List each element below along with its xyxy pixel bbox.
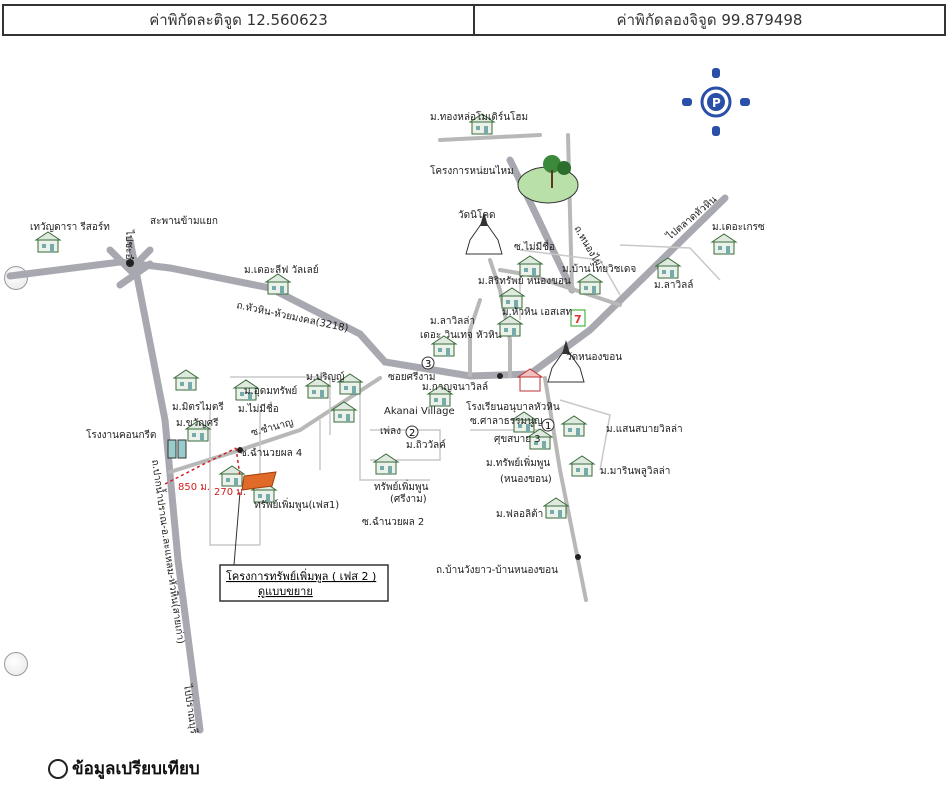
label-vintage: เดอะ วินเทจ หัวหิน — [420, 330, 502, 341]
project-plot — [164, 447, 277, 566]
map-svg: P 7 — [6, 68, 765, 735]
label-school: โรงเรียนอนุบาลหัวหิน — [466, 400, 560, 413]
location-map: P 7 — [0, 40, 950, 740]
label-soi-phet: เพ่ลง — [380, 426, 401, 437]
label-lavida: ม.ลาวิลล่า — [430, 316, 475, 327]
label-maimee: ม.ไม่มีชื่อ — [238, 401, 279, 415]
label-pannasri: ม.ขวัญศรี — [176, 417, 219, 429]
label-wat-nong-khon: วัดหนองขอน — [566, 352, 622, 363]
svg-text:1: 1 — [545, 421, 551, 432]
compass-icon: P — [682, 68, 750, 136]
label-nong-khon-road-2: ถ.บ้านวังยาว-บ้านหนองขอน — [436, 564, 558, 576]
svg-text:3: 3 — [425, 359, 431, 370]
project-subtitle: ดูแบบขยาย — [258, 585, 313, 598]
label-bridge: สะพานข้ามแยก — [150, 215, 218, 227]
label-to-cha-am: ไปชะอำ — [123, 229, 135, 265]
label-wat-nikod: วัดนิโคด — [458, 208, 496, 221]
school-icon — [516, 368, 544, 392]
label-akanai: Akanai Village — [384, 406, 455, 417]
convenience-store-icon: 7 — [570, 309, 586, 327]
label-the-grace: ม.เดอะเกรซ — [712, 222, 765, 233]
label-thong-lor: ม.ทองหล่อโมเดิร์นโฮม — [430, 110, 528, 123]
main-roads — [6, 156, 729, 734]
label-factory: โรงงานคอนกรีต — [86, 428, 156, 441]
label-sala: ซ.ศาลาธรรมนูญ — [470, 416, 542, 427]
latitude-label: ค่าพิกัดละติจูด 12.560623 — [149, 11, 328, 29]
label-sap-phun-2: ม.ทรัพย์เพิ่มพูน — [486, 455, 550, 469]
label-udom: ม.อุดมทรัพย์ — [244, 385, 297, 397]
label-dist-850: 850 ม. — [178, 482, 210, 493]
label-sri-ngam: ซอยศรีงาม — [388, 371, 435, 383]
label-mitre: ม.มิตรไมตรี — [172, 401, 224, 413]
svg-text:2: 2 — [409, 428, 415, 439]
label-soi-4: ซ.ฉำนวยผล 4 — [240, 448, 302, 459]
label-ban-thai: ม.บ้านไทยวิชเดจ — [562, 263, 636, 275]
label-marin: ม.มารินพลูวิลล่า — [600, 466, 670, 477]
label-dist-270: 270 ม. — [214, 487, 246, 498]
bullet-circle-icon — [48, 758, 68, 779]
label-sirisap: ม.สิริทรัพย์ หนองขอน — [478, 275, 571, 287]
label-the-life: ม.เดอะลีฟ วัลเลย์ — [244, 264, 319, 276]
number-markers: 3 2 1 — [405, 356, 555, 439]
label-sap-phun-sub: (ศรีงาม) — [390, 493, 427, 505]
concrete-factory-icon — [167, 439, 187, 459]
label-pri: ม.ปริญญ์ — [306, 371, 345, 383]
comparison-footer: ข้อมูลเปรียบเทียบ — [48, 755, 200, 782]
label-nui-nai: โครงการหน่ยนไหม — [430, 164, 514, 177]
label-thuean-thara: เทวัญดารา รีสอร์ท — [30, 221, 110, 233]
label-hh-es: ม.หัวหิน เอสเสท — [502, 307, 572, 318]
label-suksabai: ศุขสบาย 3 — [494, 434, 541, 445]
label-tiwawan: ม.ถิววัลค์ — [406, 439, 446, 451]
longitude-label: ค่าพิกัดลองจิจูด 99.879498 — [473, 6, 944, 34]
svg-text:7: 7 — [574, 313, 582, 326]
comparison-title: ข้อมูลเปรียบเทียบ — [72, 759, 200, 779]
temple-icon-nikod — [465, 212, 503, 255]
label-laville: ม.ลาวิลล์ — [654, 279, 693, 291]
secondary-roads — [168, 133, 622, 602]
house-icons — [35, 113, 737, 519]
temple-icon-nong-khon — [547, 340, 585, 383]
nui-nai-park-icon — [517, 155, 579, 204]
project-callout: โครงการทรัพย์เพิ่มพูล ( เฟส 2 ) ดูแบบขยา… — [219, 564, 389, 602]
label-nong-khon-road: ถ.หนองไผ่ — [571, 224, 604, 269]
punch-hole-bottom — [4, 652, 28, 676]
label-sap-phun-2-sub: (หนองขอน) — [500, 474, 552, 485]
coordinate-bar: ค่าพิกัดละติจูด 12.560623 ค่าพิกัดลองจิจ… — [2, 4, 946, 36]
label-kanchana: ม.กาญจนาวิลล์ — [422, 381, 488, 393]
label-sap-phun: ทรัพย์เพิ่มพูน — [374, 479, 429, 493]
svg-text:P: P — [712, 96, 721, 110]
label-saengsabai: ม.แสนสบายวิลล่า — [606, 424, 683, 435]
label-sap-phun-phase1: ทรัพย์เพิ่มพูน(เฟส1) — [254, 497, 339, 511]
project-title: โครงการทรัพย์เพิ่มพูล ( เฟส 2 ) — [226, 568, 376, 583]
label-phalita: ม.ฟลอลิต้า — [496, 508, 543, 520]
label-soi-2: ซ.ฉำนวยผล 2 — [362, 517, 424, 528]
label-mai-ri: ซ.ไม่มีชื่อ — [514, 239, 555, 253]
